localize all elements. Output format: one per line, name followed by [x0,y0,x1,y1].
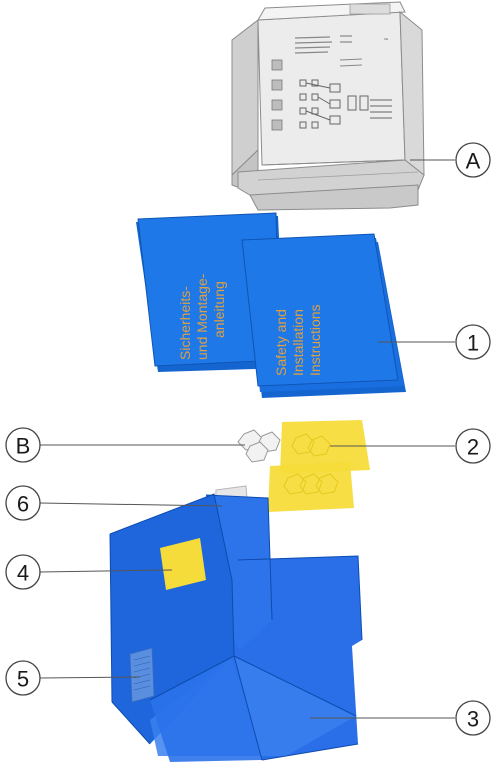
marker-strip-b [237,429,281,463]
box-type-plate [129,647,155,703]
packaging-box [109,493,363,762]
callout-b: B [5,427,41,463]
callout-2: 2 [455,428,491,464]
booklet-german-line1: Sicherheits- [177,286,193,360]
booklet-english-line3: Instructions [307,304,323,376]
callout-a: A [455,142,491,178]
svg-text:Safety and Installation: Safety and Installation Instructions [273,304,323,376]
callout-6: 6 [5,485,41,521]
callout-3: 3 [455,700,491,736]
booklet-english: Safety and Installation Instructions [241,233,406,398]
callout-4: 4 [5,554,41,590]
callout-5: 5 [5,660,41,696]
svg-text:A: A [466,149,481,174]
device-screws [271,59,283,131]
leader-lines [39,159,455,719]
svg-text:CE: CE [384,37,388,41]
device-module: CE [231,1,425,211]
svg-text:2: 2 [467,435,479,460]
svg-text:Sicherheits- und Montage: Sicherheits- und Montage- anleitung [177,270,227,360]
yellow-label-sheet [268,420,370,512]
device-terminal-schematic [299,79,392,129]
callout-1: 1 [455,324,491,360]
svg-text:4: 4 [17,561,29,586]
booklet-german-line3: anleitung [211,281,227,338]
device-label-lines [294,35,363,67]
booklet-english-line2: Installation [290,309,306,376]
box-yellow-label [160,538,206,590]
svg-text:1: 1 [467,331,479,356]
svg-text:5: 5 [17,667,29,692]
svg-text:B: B [16,434,31,459]
svg-text:6: 6 [17,492,29,517]
svg-text:3: 3 [467,707,479,732]
booklet-german-line2: und Montage- [194,273,210,360]
booklet-english-line1: Safety and [273,309,289,376]
